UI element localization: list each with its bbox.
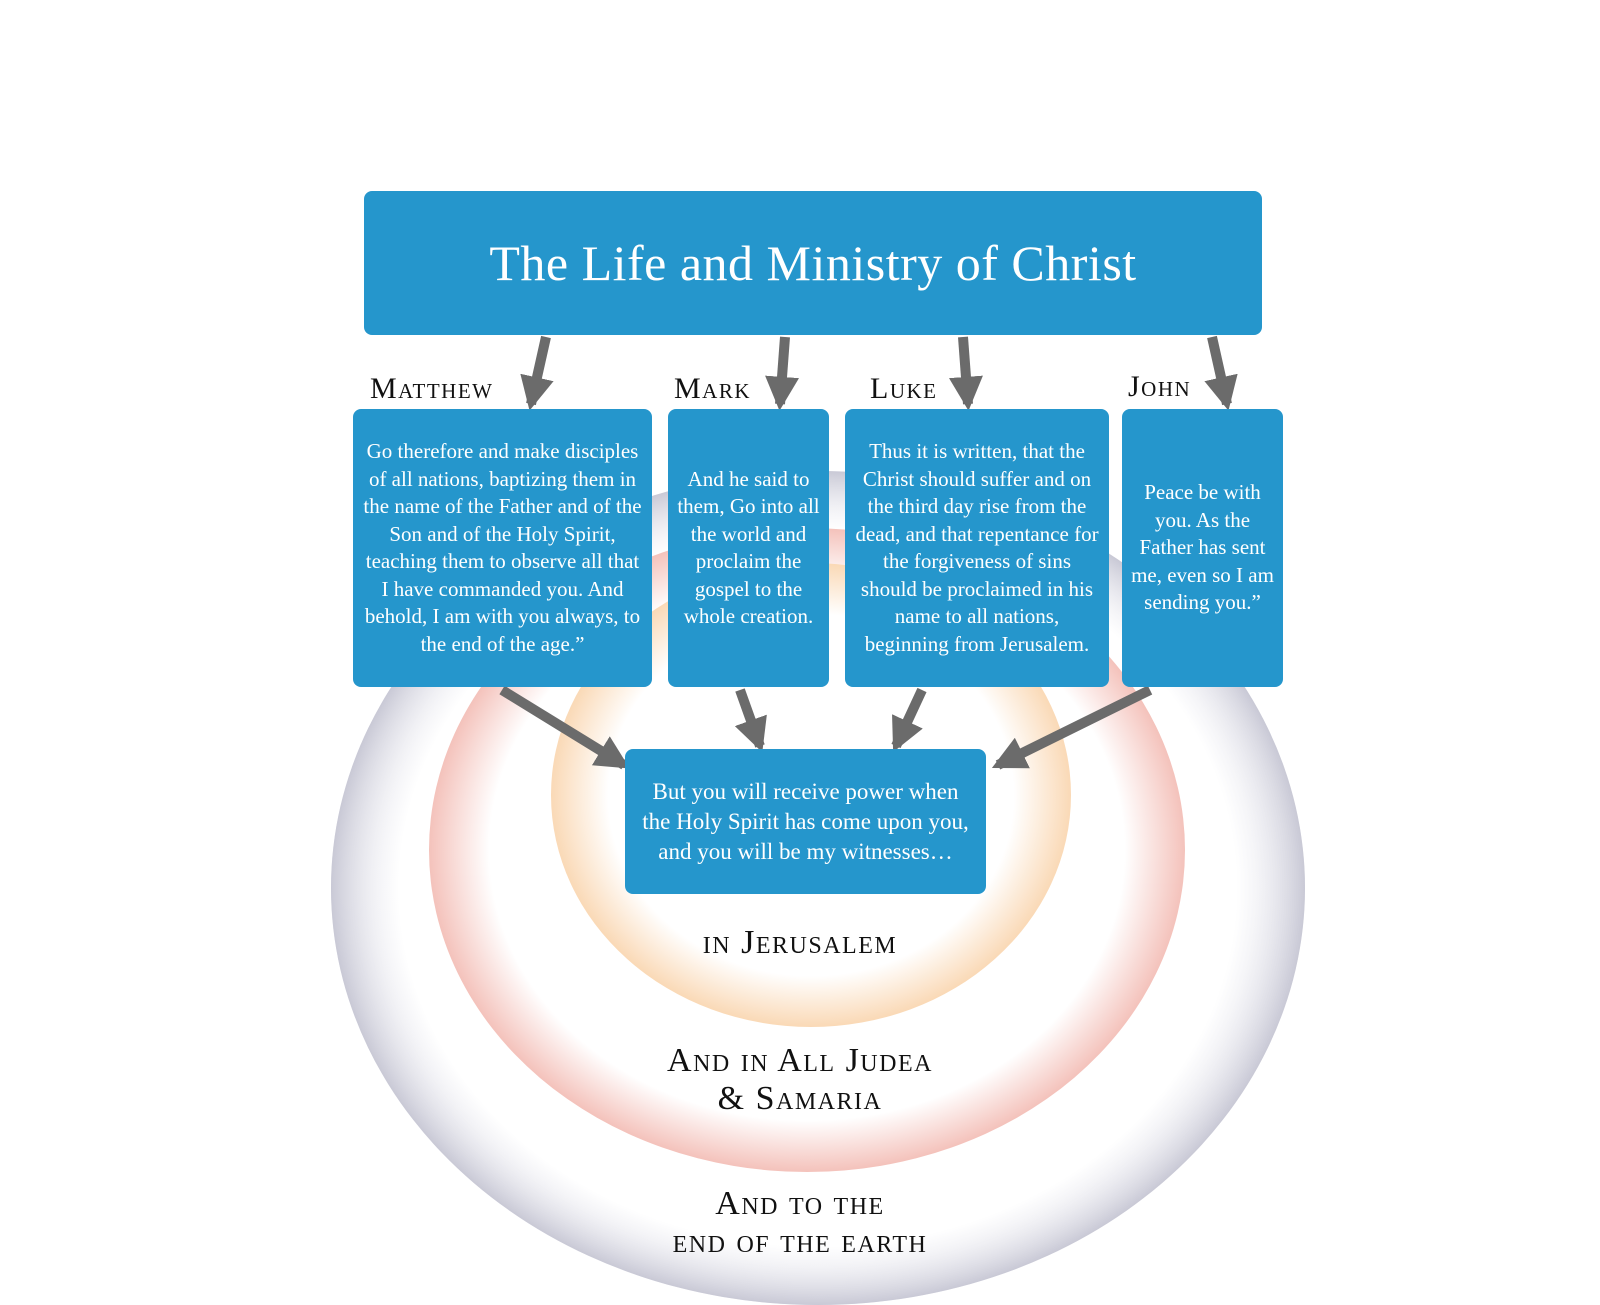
gospel-text-matthew: Go therefore and make disciples of all n… bbox=[363, 439, 642, 656]
gospel-box-john: Peace be with you. As the Father has sen… bbox=[1122, 409, 1283, 687]
arrow-john-to-acts bbox=[991, 685, 1153, 770]
gospel-box-mark: And he said to them, Go into all the wor… bbox=[668, 409, 829, 687]
ring-label-judea-line2: & Samaria bbox=[717, 1080, 883, 1117]
gospel-text-luke: Thus it is written, that the Christ shou… bbox=[855, 439, 1099, 656]
ring-label-earth: And to the end of the earth bbox=[0, 1185, 1600, 1261]
acts-text: But you will receive power when the Holy… bbox=[642, 778, 969, 864]
gospel-box-matthew: Go therefore and make disciples of all n… bbox=[353, 409, 652, 687]
arrow-mark-to-acts bbox=[734, 688, 767, 753]
ring-label-judea-line1: And in All Judea bbox=[667, 1042, 933, 1079]
arrow-matthew-to-acts bbox=[499, 685, 630, 770]
gospel-label-luke: Luke bbox=[870, 372, 938, 405]
ring-label-earth-line2: end of the earth bbox=[672, 1223, 928, 1260]
arrow-luke-to-acts bbox=[891, 687, 927, 753]
diagram-title: The Life and Ministry of Christ bbox=[489, 235, 1137, 291]
arrow-title-to-matthew bbox=[520, 335, 554, 411]
arrow-title-to-luke bbox=[949, 336, 983, 411]
acts-box: But you will receive power when the Holy… bbox=[625, 749, 986, 894]
arrow-title-to-mark bbox=[765, 336, 799, 411]
ring-label-earth-line1: And to the bbox=[715, 1185, 885, 1222]
title-box: The Life and Ministry of Christ bbox=[364, 191, 1262, 335]
gospel-label-mark: Mark bbox=[674, 372, 752, 405]
gospel-label-john: John bbox=[1128, 370, 1192, 403]
arrow-title-to-john bbox=[1204, 335, 1238, 411]
gospel-text-john: Peace be with you. As the Father has sen… bbox=[1131, 480, 1274, 615]
ring-label-judea: And in All Judea & Samaria bbox=[0, 1042, 1600, 1118]
ring-label-jerusalem: in Jerusalem bbox=[702, 924, 898, 961]
gospel-text-mark: And he said to them, Go into all the wor… bbox=[677, 466, 820, 629]
gospel-box-luke: Thus it is written, that the Christ shou… bbox=[845, 409, 1109, 687]
gospel-label-matthew: Matthew bbox=[370, 372, 494, 405]
